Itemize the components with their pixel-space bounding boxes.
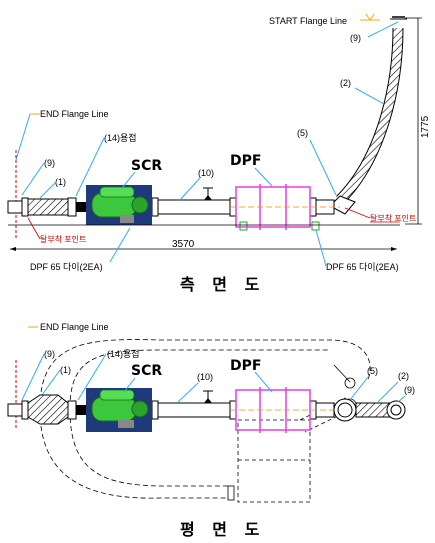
- dpf-label: DPF: [230, 153, 261, 169]
- valve-icon: [203, 187, 213, 200]
- leader-line: [354, 87, 385, 105]
- leader-line: [15, 113, 31, 161]
- vertical-dimension-value: 1775: [420, 115, 431, 138]
- part-2-label: (2): [340, 78, 351, 88]
- leader-line: [21, 162, 45, 196]
- plan-part-1-label: (1): [60, 365, 71, 375]
- leader-line: [39, 181, 57, 199]
- part-1-label: (1): [55, 177, 66, 187]
- leader-line: [75, 137, 105, 197]
- plan-scr-unit-image: [86, 388, 152, 432]
- leader-line: [315, 229, 327, 267]
- plan-part-5-label: (5): [367, 366, 378, 376]
- scr-unit-image: [86, 185, 152, 225]
- side-view: START Flange Line (9) 1775 (2) (5) END F…: [7, 13, 431, 294]
- part-5-label: (5): [297, 128, 308, 138]
- vertical-dimension: [405, 17, 422, 225]
- plan-part-10-label: (10): [197, 372, 213, 382]
- detach-point-left-label: 탈부착 포인트: [40, 234, 86, 244]
- leader-line: [309, 139, 337, 196]
- leader-line: [177, 382, 199, 403]
- leader-line: [21, 353, 45, 401]
- part-10-label: (10): [198, 168, 214, 178]
- horizontal-dimension-value: 3570: [172, 239, 195, 250]
- swing-path-lower: [39, 409, 230, 499]
- main-pipe-run: [7, 197, 335, 217]
- dpf-dolly-left-label: DPF 65 다이(2EA): [30, 262, 103, 272]
- plan-part-9-left-label: (9): [44, 349, 55, 359]
- plan-elbow-5-inner: [337, 402, 353, 418]
- leader-line: [41, 369, 61, 396]
- start-flange-marker: [360, 13, 407, 21]
- leader-line: [349, 376, 369, 401]
- leader-line: [344, 207, 371, 219]
- part-9-left-label: (9): [44, 158, 55, 168]
- plan-main-pipe-run: [7, 394, 335, 425]
- dpf-dolly-right-label: DPF 65 다이(2EA): [326, 262, 399, 272]
- part-14-label: (14)용접: [104, 132, 137, 143]
- plan-dpf-label: DPF: [230, 358, 261, 374]
- plan-flange-9-inner: [390, 404, 402, 416]
- side-view-title: 측 면 도: [180, 275, 265, 294]
- plan-part-14-label: (14)용접: [107, 348, 140, 359]
- leader-line: [254, 167, 273, 187]
- leader-line: [367, 21, 399, 38]
- plan-end-flange-line-label: END Flange Line: [40, 322, 109, 332]
- start-flange-line-label: START Flange Line: [269, 16, 347, 26]
- plan-valve-icon: [203, 390, 213, 403]
- plan-part-9-right-label: (9): [404, 385, 415, 395]
- plan-part-2-label: (2): [398, 371, 409, 381]
- leader-line: [27, 217, 41, 240]
- horizontal-dimension: [10, 247, 397, 251]
- plan-dpf-unit: [230, 387, 400, 433]
- leader-line: [121, 171, 136, 189]
- plan-pipe-2: [355, 402, 391, 418]
- leader-line: [77, 353, 107, 401]
- end-flange-line-label: END Flange Line: [40, 109, 109, 119]
- leader-line: [397, 395, 406, 403]
- leader-line: [254, 371, 273, 393]
- dpf-swing-box: [237, 419, 311, 503]
- swing-elbow-upper-circle: [344, 377, 356, 389]
- leader-line: [377, 381, 399, 403]
- bent-pipe-hatched: [336, 27, 403, 204]
- leader-line: [179, 177, 201, 201]
- swing-path-lower-inner: [69, 409, 230, 487]
- swing-path-upper: [39, 339, 371, 409]
- swing-elbow-upper: [333, 364, 351, 383]
- detach-point-right-label: 탈부착 포인트: [370, 213, 416, 223]
- swing-flange: [227, 485, 235, 501]
- dpf-unit: [230, 184, 340, 231]
- plan-view-title: 평 면 도: [180, 520, 265, 539]
- leader-line: [109, 227, 131, 263]
- part-9-top-label: (9): [350, 33, 361, 43]
- scr-label: SCR: [131, 158, 162, 174]
- plan-scr-label: SCR: [131, 363, 162, 379]
- plan-view: END Flange Line (9) (1) (14)용접: [7, 322, 415, 539]
- leader-line: [123, 377, 136, 393]
- swing-path-upper-inner: [69, 349, 330, 409]
